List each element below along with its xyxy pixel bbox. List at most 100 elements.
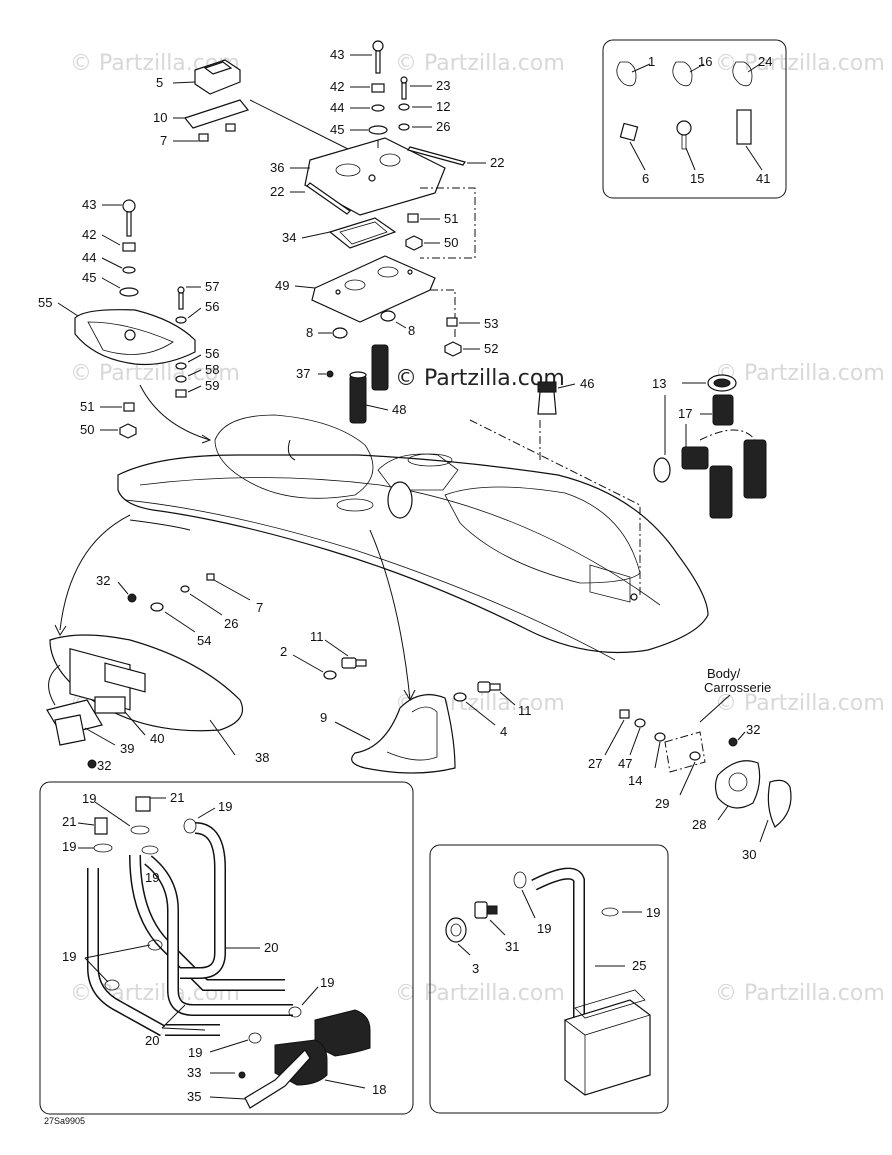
- callout-19: 19: [646, 905, 660, 920]
- callout-51: 51: [80, 399, 94, 414]
- callout-41: 41: [756, 171, 770, 186]
- callout-48: 48: [392, 402, 406, 417]
- callout-19: 19: [62, 839, 76, 854]
- cover-group: 2 11 9 4 11: [280, 529, 532, 774]
- battery-vent-box: 19 19 31 3 25: [429, 844, 669, 1114]
- callout-49: 49: [275, 278, 289, 293]
- grab-handle-group: 43 42 44 45 55 57 56 56 58 59: [38, 197, 219, 444]
- hull: [117, 414, 709, 661]
- callout-50: 50: [80, 422, 94, 437]
- callout-19: 19: [188, 1045, 202, 1060]
- callout-5: 5: [156, 75, 163, 90]
- callout-24: 24: [758, 54, 772, 69]
- callout-57: 57: [205, 279, 219, 294]
- callout-10: 10: [153, 110, 167, 125]
- callout-23: 23: [436, 78, 450, 93]
- watermark: © Partzilla.com: [395, 981, 565, 1006]
- handlebar-mount-stack: 43 42 44 45 23 12 26 5 10 7: [153, 40, 594, 424]
- callout-15: 15: [690, 171, 704, 186]
- callout-13: 13: [652, 376, 666, 391]
- callout-32: 32: [97, 758, 111, 773]
- callout-46: 46: [580, 376, 594, 391]
- callout-21: 21: [170, 790, 184, 805]
- drawing-code: 27Sa9905: [44, 1116, 85, 1126]
- callout-14: 14: [628, 773, 642, 788]
- callout-59: 59: [205, 378, 219, 393]
- callout-26: 26: [224, 616, 238, 631]
- callout-27: 27: [588, 756, 602, 771]
- callout-20: 20: [145, 1033, 159, 1048]
- callout-19: 19: [145, 870, 159, 885]
- watermark: © Partzilla.com: [715, 981, 885, 1006]
- callout-28: 28: [692, 817, 706, 832]
- watermark: © Partzilla.com: [715, 51, 885, 76]
- callout-17: 17: [678, 406, 692, 421]
- callout-37: 37: [296, 366, 310, 381]
- callout-55: 55: [38, 295, 52, 310]
- callout-19: 19: [320, 975, 334, 990]
- callout-2: 2: [280, 644, 287, 659]
- body-mount-group: Body/Carrosserie 27 47 14 32 29 28 30: [588, 666, 792, 862]
- callout-50: 50: [444, 235, 458, 250]
- callout-53: 53: [484, 316, 498, 331]
- callout-11: 11: [310, 629, 324, 644]
- callout-54: 54: [197, 633, 211, 648]
- callout-42: 42: [330, 79, 344, 94]
- callout-9: 9: [320, 710, 327, 725]
- callout-51: 51: [444, 211, 458, 226]
- callout-38: 38: [255, 750, 269, 765]
- callout-44: 44: [82, 250, 96, 265]
- callout-3: 3: [472, 961, 479, 976]
- callout-7: 7: [256, 600, 263, 615]
- callout-43: 43: [330, 47, 344, 62]
- callout-45: 45: [82, 270, 96, 285]
- callout-18: 18: [372, 1082, 386, 1097]
- callout-56: 56: [205, 299, 219, 314]
- callout-21: 21: [62, 814, 76, 829]
- callout-26: 26: [436, 119, 450, 134]
- callout-42: 42: [82, 227, 96, 242]
- body-label: Body/Carrosserie: [704, 666, 771, 695]
- watermark: © Partzilla.com: [70, 361, 240, 386]
- side-vent-group: 32 54 26 7 38 40 39 32: [46, 514, 269, 773]
- callout-19: 19: [537, 921, 551, 936]
- callout-45: 45: [330, 122, 344, 137]
- callout-19: 19: [62, 949, 76, 964]
- callout-25: 25: [632, 958, 646, 973]
- callout-11: 11: [518, 703, 532, 718]
- callout-6: 6: [642, 171, 649, 186]
- callout-44: 44: [330, 100, 344, 115]
- callout-32: 32: [746, 722, 760, 737]
- callout-32: 32: [96, 573, 110, 588]
- callout-8: 8: [408, 323, 415, 338]
- callout-16: 16: [698, 54, 712, 69]
- callout-29: 29: [655, 796, 669, 811]
- callout-12: 12: [436, 99, 450, 114]
- callout-20: 20: [264, 940, 278, 955]
- callout-4: 4: [500, 724, 507, 739]
- watermark-center: © Partzilla.com: [395, 366, 565, 391]
- callout-33: 33: [187, 1065, 201, 1080]
- callout-58: 58: [205, 362, 219, 377]
- callout-40: 40: [150, 731, 164, 746]
- callout-22: 22: [270, 184, 284, 199]
- callout-1: 1: [648, 54, 655, 69]
- callout-39: 39: [120, 741, 134, 756]
- callout-36: 36: [270, 160, 284, 175]
- callout-47: 47: [618, 756, 632, 771]
- hardware-box: 1 16 24 6 15 41: [602, 39, 787, 199]
- callout-19: 19: [218, 799, 232, 814]
- drain-plug-group: 13 17: [652, 374, 767, 519]
- callout-7: 7: [160, 133, 167, 148]
- callout-30: 30: [742, 847, 756, 862]
- callout-31: 31: [505, 939, 519, 954]
- callout-22: 22: [490, 155, 504, 170]
- callout-19: 19: [82, 791, 96, 806]
- callout-35: 35: [187, 1089, 201, 1104]
- watermark: © Partzilla.com: [715, 361, 885, 386]
- callout-43: 43: [82, 197, 96, 212]
- hose-box: 19 21 19 21 19 19 20 19 19 20 19 18 35 3…: [39, 781, 414, 1126]
- watermark: © Partzilla.com: [395, 51, 565, 76]
- callout-34: 34: [282, 230, 296, 245]
- watermark: © Partzilla.com: [715, 691, 885, 716]
